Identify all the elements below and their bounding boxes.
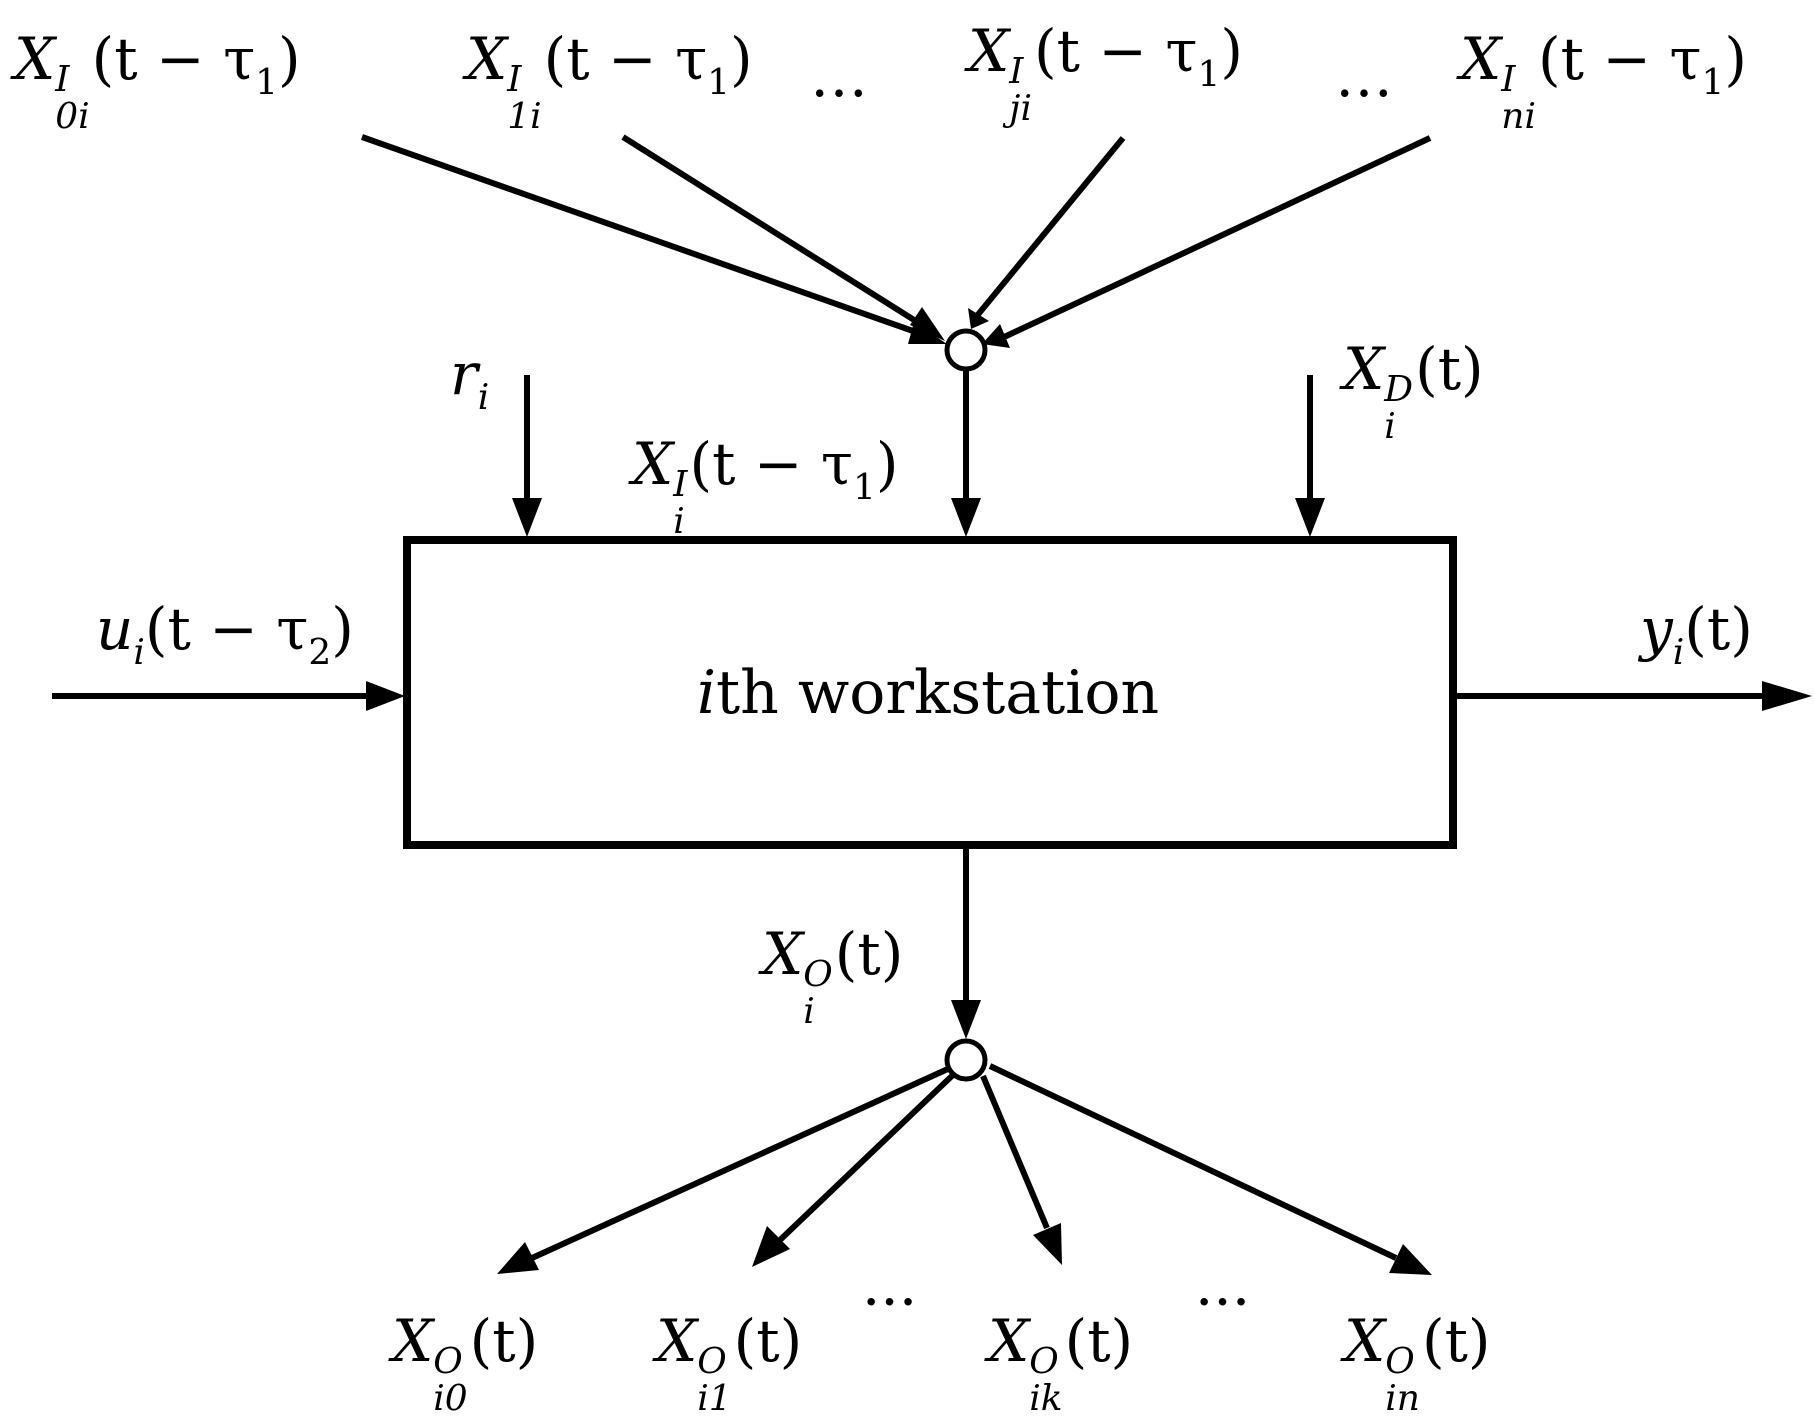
arrowhead-output-x bbox=[951, 1000, 981, 1039]
output-line-0 bbox=[530, 1065, 952, 1261]
input-line-n bbox=[1000, 135, 1432, 341]
input-line-j bbox=[973, 136, 1126, 319]
arrowhead-output-k bbox=[1033, 1223, 1062, 1265]
arrowhead-disturbance bbox=[1295, 498, 1325, 537]
arrowhead-output-n bbox=[1389, 1244, 1432, 1275]
output-line-n bbox=[988, 1063, 1398, 1261]
ellipsis-top-right: … bbox=[1335, 42, 1393, 110]
ellipsis-bottom-right: ··· bbox=[1195, 1268, 1251, 1336]
output-line-k bbox=[980, 1074, 1050, 1230]
input-line-0 bbox=[361, 134, 931, 340]
input-line-1 bbox=[621, 134, 932, 333]
arrowhead-merged bbox=[951, 498, 981, 537]
arrowhead-input-j bbox=[968, 308, 989, 329]
arrowhead-input-1 bbox=[910, 307, 945, 341]
ellipsis-bottom-left: ··· bbox=[862, 1268, 918, 1336]
arrowhead-output-0 bbox=[497, 1242, 539, 1274]
arrowhead-control bbox=[366, 681, 405, 711]
control-input-label: ui(t − τ2) bbox=[96, 595, 354, 674]
output-y-label: yi(t) bbox=[1640, 595, 1753, 674]
r-label: ri bbox=[450, 340, 490, 419]
arrowhead-output-1 bbox=[752, 1226, 790, 1267]
ellipsis-top-left: … bbox=[810, 42, 868, 110]
arrowhead-input-n bbox=[982, 324, 1010, 348]
workstation-block bbox=[403, 536, 1457, 849]
arrowhead-output-y bbox=[1762, 681, 1812, 711]
output-line-1 bbox=[777, 1070, 958, 1243]
input-junction bbox=[944, 328, 988, 372]
output-junction bbox=[944, 1038, 988, 1082]
arrowhead-r bbox=[512, 498, 542, 537]
